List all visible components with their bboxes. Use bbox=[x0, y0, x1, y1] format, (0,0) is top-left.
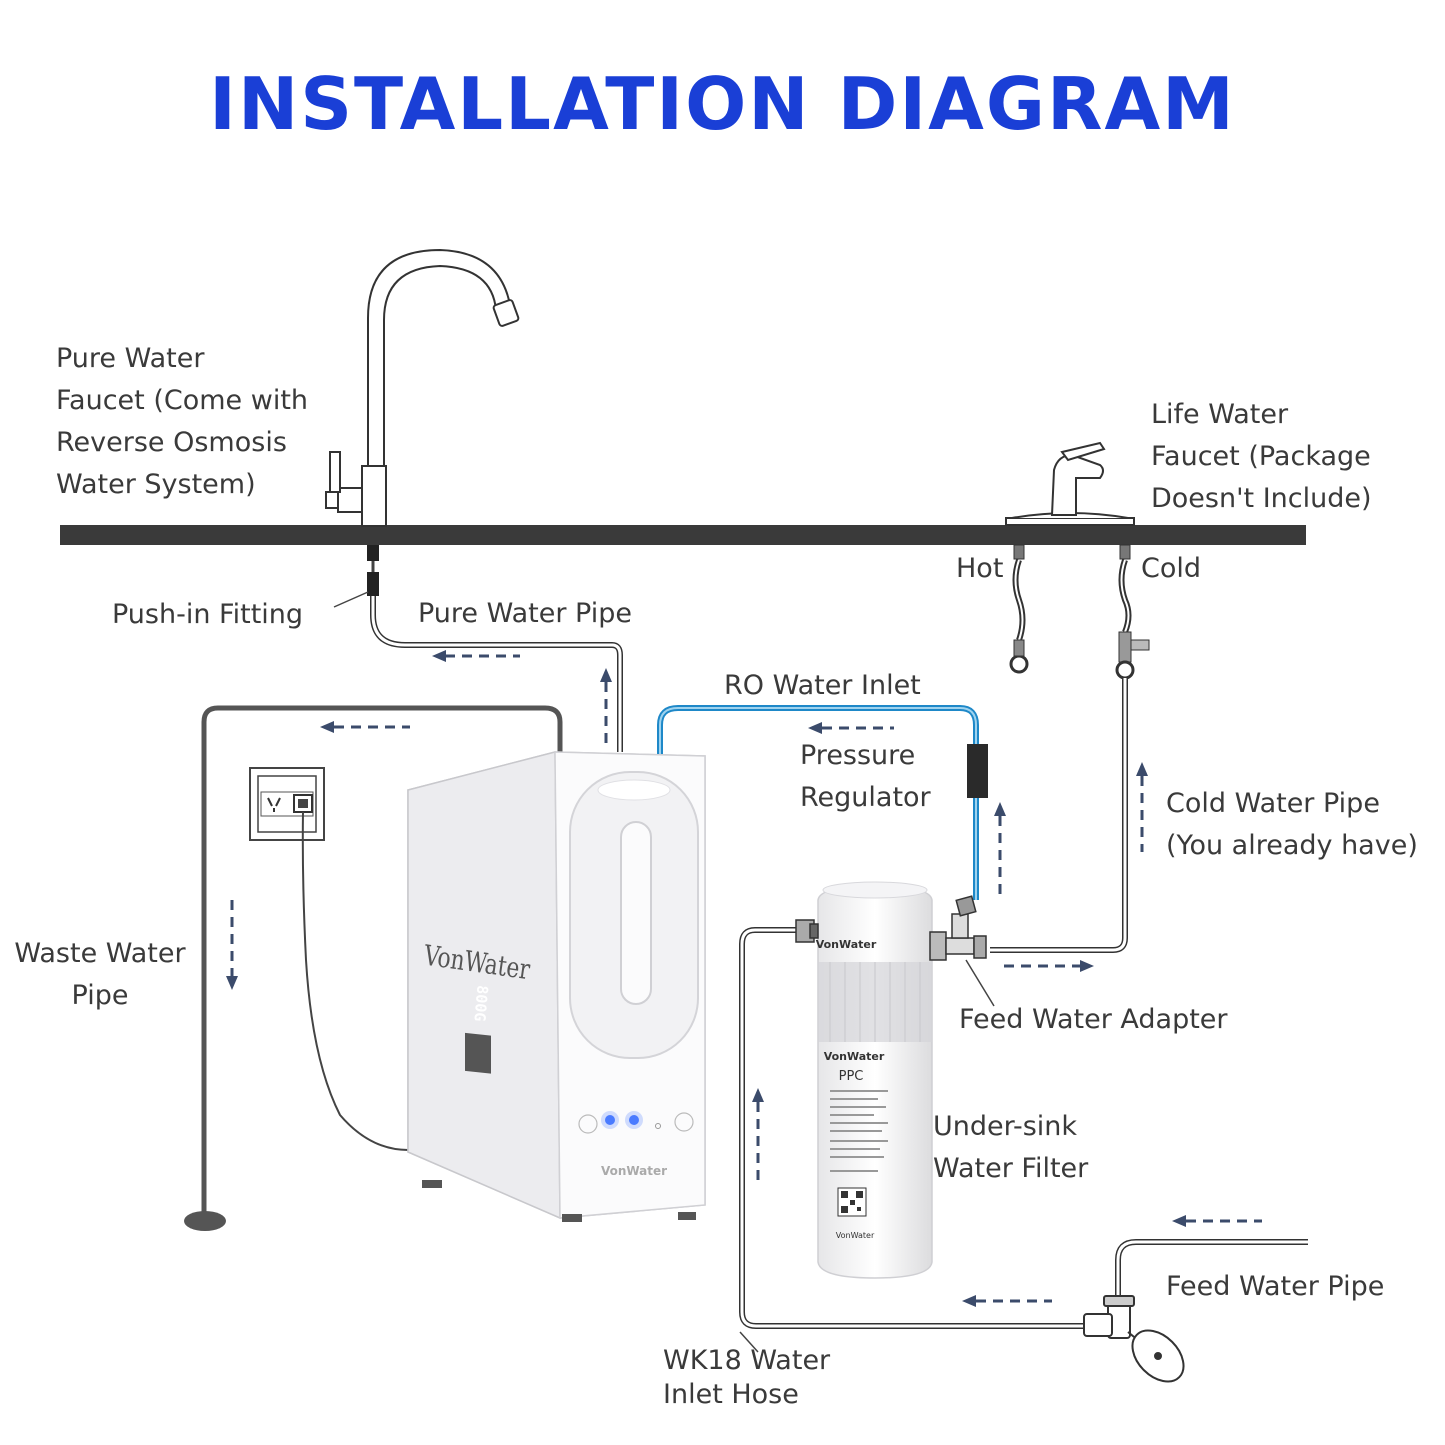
label-line: Water Filter bbox=[933, 1153, 1089, 1184]
hot-supply-line bbox=[1009, 544, 1029, 674]
unit-front-brand: VonWater bbox=[601, 1164, 667, 1178]
cold-supply-line bbox=[1115, 544, 1150, 680]
label-line: Faucet (Package bbox=[1151, 441, 1371, 472]
page-title: INSTALLATION DIAGRAM bbox=[209, 62, 1236, 146]
label-pure-water-pipe: Pure Water Pipe bbox=[418, 598, 632, 629]
power-cord bbox=[301, 811, 409, 1151]
label-line: Life Water bbox=[1151, 399, 1289, 430]
label-under-sink-filter: Under-sink Water Filter bbox=[933, 1106, 1088, 1190]
under-sink-filter: VonWater VonWater PPC VonWater bbox=[816, 881, 933, 1279]
cold-water-pipe bbox=[990, 678, 1128, 953]
power-outlet-icon bbox=[249, 767, 325, 841]
label-life-water-faucet: Life Water Faucet (Package Doesn't Inclu… bbox=[1151, 394, 1372, 520]
label-feed-water-pipe: Feed Water Pipe bbox=[1166, 1271, 1385, 1302]
filter-model-label: PPC bbox=[839, 1069, 864, 1084]
label-line: Cold Water Pipe bbox=[1166, 788, 1380, 819]
label-line: Inlet Hose bbox=[663, 1379, 799, 1410]
label-ro-water-inlet: RO Water Inlet bbox=[724, 670, 921, 701]
label-waste-water-pipe: Waste Water Pipe bbox=[4, 933, 196, 1017]
label-cold: Cold bbox=[1141, 553, 1202, 584]
dashed-arrow-icon bbox=[600, 668, 612, 748]
label-line: Doesn't Include) bbox=[1151, 483, 1372, 514]
label-line: Pressure bbox=[800, 740, 916, 771]
feed-water-adapter-icon bbox=[929, 895, 995, 1007]
dashed-arrow-icon bbox=[226, 900, 238, 990]
label-line: Reverse Osmosis bbox=[56, 427, 287, 458]
label-line: Water System) bbox=[56, 469, 256, 500]
label-pure-water-faucet: Pure Water Faucet (Come with Reverse Osm… bbox=[56, 338, 308, 506]
pressure-regulator bbox=[967, 744, 988, 798]
unit-model-label: 800G bbox=[470, 984, 491, 1022]
dashed-arrow-icon bbox=[1136, 762, 1148, 852]
angle-valve-icon bbox=[1083, 1295, 1185, 1383]
label-hot: Hot bbox=[956, 553, 1004, 584]
label-line: Faucet (Come with bbox=[56, 385, 309, 416]
label-cold-water-pipe: Cold Water Pipe (You already have) bbox=[1166, 783, 1418, 867]
dashed-arrow-icon bbox=[432, 650, 520, 662]
dashed-arrow-icon bbox=[752, 1088, 764, 1180]
pure-water-faucet-icon bbox=[325, 248, 520, 527]
indicator-led bbox=[605, 1115, 615, 1125]
label-feed-water-adapter: Feed Water Adapter bbox=[959, 1004, 1228, 1035]
label-push-in-fitting: Push-in Fitting bbox=[112, 599, 304, 630]
flow-arrows bbox=[226, 650, 1262, 1307]
countertop bbox=[60, 525, 1306, 545]
label-wk18-hose: WK18 Water Inlet Hose bbox=[663, 1344, 830, 1412]
label-line: WK18 Water bbox=[663, 1345, 831, 1376]
push-in-fitting bbox=[333, 545, 379, 608]
filter-inlet-fitting bbox=[795, 919, 819, 943]
dashed-arrow-icon bbox=[808, 722, 894, 734]
floor-drain bbox=[184, 1211, 226, 1231]
indicator-led bbox=[629, 1115, 639, 1125]
dashed-arrow-icon bbox=[320, 721, 410, 733]
filter-brand-label: VonWater bbox=[816, 938, 877, 951]
filter-bottom-brand: VonWater bbox=[836, 1231, 875, 1240]
label-pressure-regulator: Pressure Regulator bbox=[800, 735, 931, 819]
dashed-arrow-icon bbox=[994, 802, 1006, 894]
dashed-arrow-icon bbox=[1004, 960, 1094, 972]
ro-unit: VonWater 800G VonWater bbox=[407, 751, 706, 1222]
filter-label-brand: VonWater bbox=[824, 1050, 885, 1063]
label-line: Regulator bbox=[800, 782, 931, 813]
waste-water-pipe bbox=[201, 705, 563, 1212]
label-line: Waste Water bbox=[14, 938, 186, 969]
label-line: Pure Water bbox=[56, 343, 205, 374]
dashed-arrow-icon bbox=[1172, 1215, 1262, 1227]
label-line: (You already have) bbox=[1166, 830, 1418, 861]
label-line: Pipe bbox=[71, 980, 129, 1011]
label-line: Under-sink bbox=[933, 1111, 1078, 1142]
dashed-arrow-icon bbox=[962, 1295, 1052, 1307]
life-water-faucet-icon bbox=[1005, 441, 1135, 526]
